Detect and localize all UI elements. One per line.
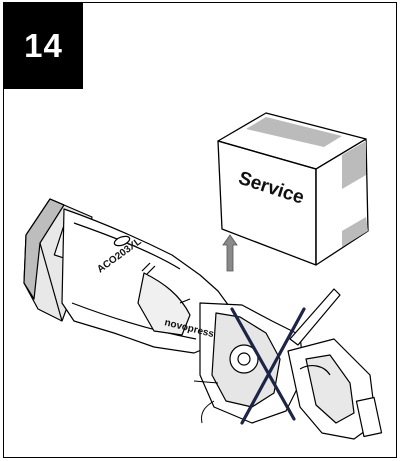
step-number-badge: 14	[4, 3, 83, 89]
service-illustration: Service	[23, 112, 383, 440]
instruction-panel: 14 Service	[3, 2, 397, 458]
step-number: 14	[24, 27, 63, 64]
cross-out-icon	[230, 307, 306, 425]
service-box	[217, 112, 369, 266]
press-tool	[23, 198, 383, 440]
arrow-up-icon	[222, 234, 238, 272]
